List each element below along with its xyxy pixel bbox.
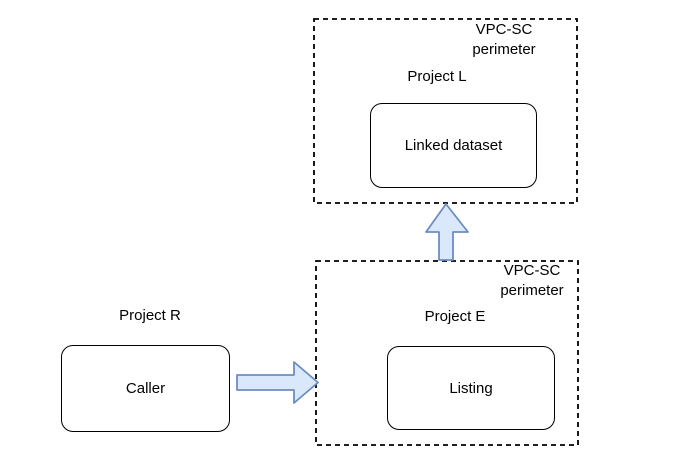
perimeter-top-title: VPC-SC perimeter	[434, 20, 574, 60]
perimeter-top-title-line1: VPC-SC	[475, 21, 533, 38]
linked-dataset-node: Linked dataset	[370, 103, 537, 188]
project-l-label: Project L	[407, 68, 467, 85]
perimeter-bottom-title: VPC-SC perimeter	[462, 261, 602, 301]
listing-label: Listing	[449, 379, 493, 397]
perimeter-top-title-line2: perimeter	[472, 41, 536, 58]
linked-dataset-label: Linked dataset	[404, 137, 503, 154]
listing-node: Listing	[387, 346, 555, 430]
caller-label: Caller	[125, 380, 166, 397]
caller-node: Caller	[61, 345, 230, 432]
perimeter-bottom-title-line2: perimeter	[500, 282, 564, 299]
perimeter-bottom-title-line1: VPC-SC	[503, 262, 561, 279]
vpc-perimeter-bottom-border	[315, 260, 579, 446]
project-r-label: Project R	[119, 307, 181, 324]
project-e-label: Project E	[424, 308, 486, 325]
vpc-perimeter-top-border	[313, 18, 578, 204]
arrow-right-icon	[236, 361, 319, 404]
arrow-up-icon	[425, 203, 469, 261]
